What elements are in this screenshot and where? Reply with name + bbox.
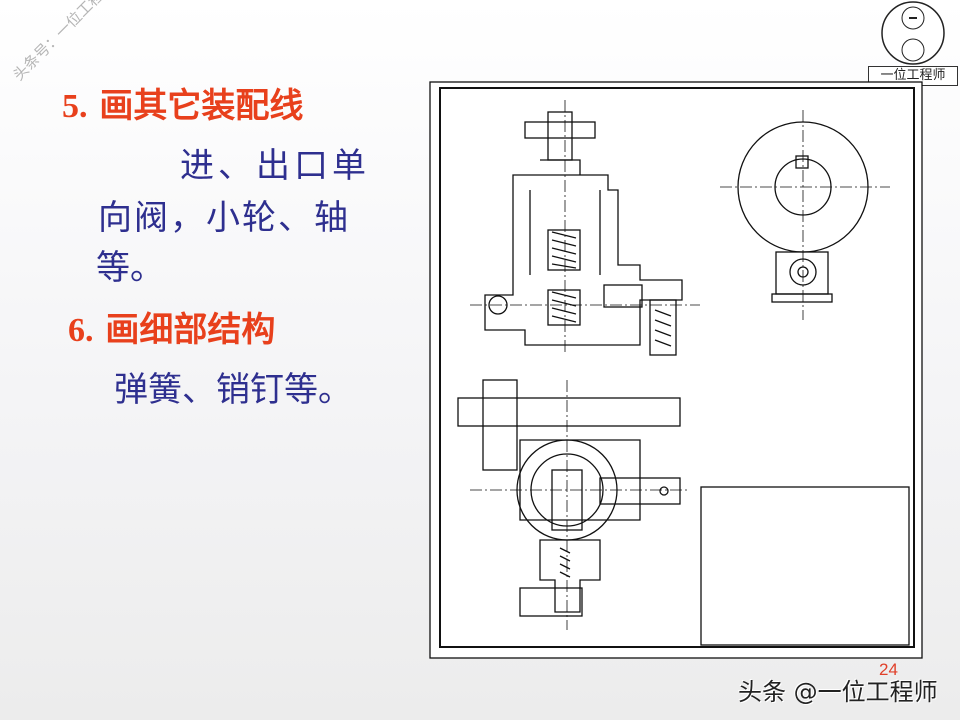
step-6-line-1: 弹簧、销钉等。 xyxy=(114,370,352,410)
title-block xyxy=(700,486,910,646)
step-title: 画其它装配线 xyxy=(99,86,304,126)
step-title: 画细部结构 xyxy=(105,310,276,350)
step-6-heading: 6. 画细部结构 xyxy=(68,302,275,351)
footer-attribution: 头条 @一位工程师 xyxy=(738,678,938,706)
step-number: 6. xyxy=(68,312,94,349)
step-5-line-3: 等。 xyxy=(96,248,164,288)
top-view xyxy=(457,379,690,630)
front-view xyxy=(470,100,700,356)
step-5-line-1: 进、出口单 xyxy=(180,146,370,186)
step-5-heading: 5. 画其它装配线 xyxy=(62,78,303,127)
drawing-inner-frame xyxy=(439,87,915,648)
step-number: 5. xyxy=(62,88,88,125)
step-5-line-2: 向阀，小轮、轴 xyxy=(98,198,350,238)
drawing-outer-frame xyxy=(429,81,923,659)
page-number: 24 xyxy=(879,660,898,679)
side-view xyxy=(720,110,890,320)
